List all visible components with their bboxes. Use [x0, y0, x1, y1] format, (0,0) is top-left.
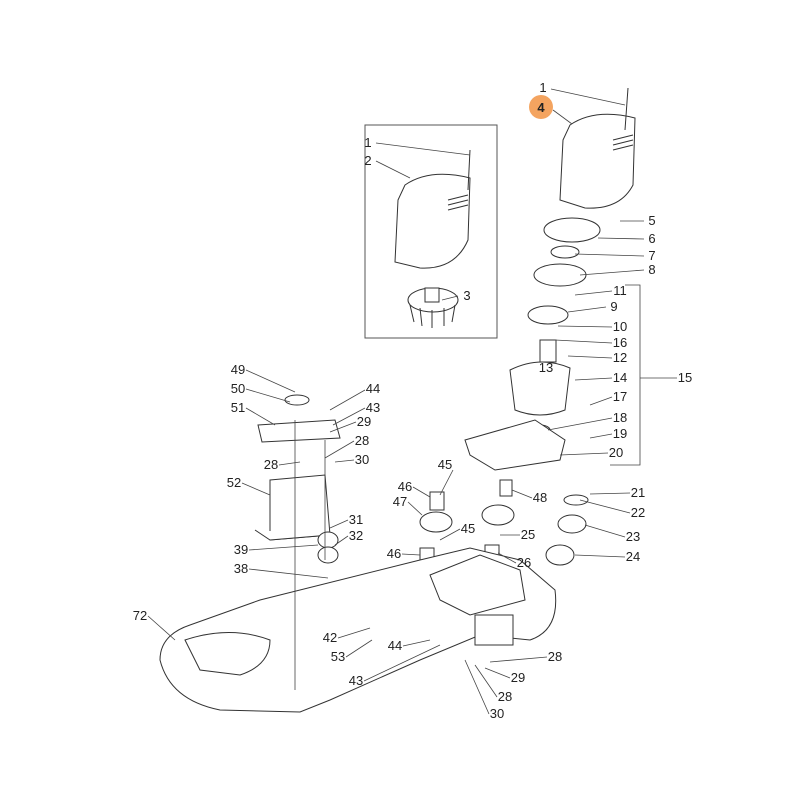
callout-label[interactable]: 49 [230, 362, 246, 377]
callout-label[interactable]: 5 [648, 213, 656, 228]
callout-label[interactable]: 50 [230, 381, 246, 396]
callout-label[interactable]: 46 [397, 479, 413, 494]
inset-motor-cover [394, 149, 471, 269]
callout-label[interactable]: 6 [648, 231, 656, 246]
highlighted-callout[interactable]: 4 [529, 95, 553, 119]
inset-frame [364, 124, 498, 339]
inset-fan [407, 287, 459, 328]
callout-label[interactable]: 1 [364, 135, 372, 150]
callout-label[interactable]: 22 [630, 505, 646, 520]
motor-cover [559, 87, 636, 209]
callout-label[interactable]: 10 [612, 319, 628, 334]
callout-label[interactable]: 9 [610, 299, 618, 314]
callout-label[interactable]: 30 [489, 706, 505, 721]
callout-label[interactable]: 21 [630, 485, 646, 500]
callout-label[interactable]: 28 [497, 689, 513, 704]
callout-label[interactable]: 46 [386, 546, 402, 561]
callout-label[interactable]: 19 [612, 426, 628, 441]
gears [419, 479, 589, 566]
callout-label[interactable]: 11 [613, 283, 627, 298]
callout-label[interactable]: 12 [612, 350, 628, 365]
callout-label[interactable]: 28 [547, 649, 563, 664]
callout-label[interactable]: 44 [365, 381, 381, 396]
callout-label[interactable]: 43 [365, 400, 381, 415]
callout-label[interactable]: 44 [387, 638, 403, 653]
leader-lines [147, 88, 677, 715]
callout-label[interactable]: 53 [330, 649, 346, 664]
callout-label[interactable]: 45 [460, 521, 476, 536]
base-plate [159, 547, 557, 713]
callout-label[interactable]: 47 [392, 494, 408, 509]
callout-label[interactable]: 18 [612, 410, 628, 425]
callout-label[interactable]: 25 [520, 527, 536, 542]
left-bracket [254, 394, 341, 564]
callout-label[interactable]: 8 [648, 262, 656, 277]
callout-label[interactable]: 17 [612, 389, 628, 404]
callout-label[interactable]: 30 [354, 452, 370, 467]
callout-label[interactable]: 52 [226, 475, 242, 490]
callout-label[interactable]: 51 [230, 400, 246, 415]
callout-label[interactable]: 28 [354, 433, 370, 448]
callout-label[interactable]: 2 [364, 153, 372, 168]
callout-label[interactable]: 20 [608, 445, 624, 460]
callout-label[interactable]: 43 [348, 673, 364, 688]
motor-stack [464, 217, 601, 471]
callout-label[interactable]: 15 [677, 370, 693, 385]
callout-label[interactable]: 31 [348, 512, 364, 527]
callout-label[interactable]: 42 [322, 630, 338, 645]
callout-label[interactable]: 7 [648, 248, 656, 263]
callout-label[interactable]: 39 [233, 542, 249, 557]
callout-label[interactable]: 14 [612, 370, 628, 385]
callout-label[interactable]: 3 [463, 288, 471, 303]
callout-label[interactable]: 23 [625, 529, 641, 544]
callout-label[interactable]: 24 [625, 549, 641, 564]
callout-label[interactable]: 48 [532, 490, 548, 505]
callout-label[interactable]: 72 [132, 608, 148, 623]
callout-label[interactable]: 45 [437, 457, 453, 472]
callout-label[interactable]: 1 [539, 80, 547, 95]
callout-label[interactable]: 29 [510, 670, 526, 685]
callout-label[interactable]: 32 [348, 528, 364, 543]
callout-label[interactable]: 29 [356, 414, 372, 429]
callout-label[interactable]: 16 [612, 335, 628, 350]
callout-label[interactable]: 28 [263, 457, 279, 472]
callout-label[interactable]: 38 [233, 561, 249, 576]
callout-label[interactable]: 26 [516, 555, 532, 570]
callout-label[interactable]: 13 [538, 360, 554, 375]
